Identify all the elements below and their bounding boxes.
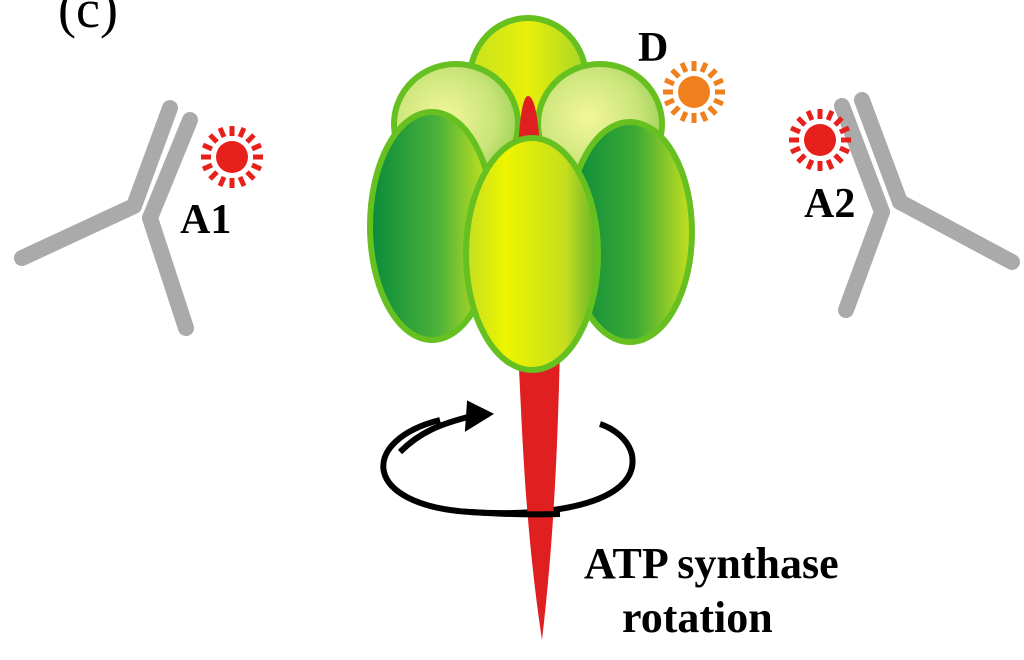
gamma-stalk [518,350,560,640]
acceptor-dye-a2-icon [789,109,851,171]
antibody-a1-icon [14,100,198,336]
antibody-a2-label: A2 [804,181,856,227]
f1-front-subunit [463,135,601,373]
donor-label: D [638,25,669,71]
acceptor-dye-a1-icon [201,126,263,188]
rotation-arrow-front [469,509,561,518]
donor-dye-icon [663,61,725,123]
caption-line1: ATP synthase [584,539,839,588]
rotation-arrow-icon [380,400,636,517]
antibody-a1-label: A1 [180,197,232,243]
antibody-a2-icon [834,92,1020,318]
panel-label: (c) [58,0,118,39]
caption-line2: rotation [622,593,773,642]
